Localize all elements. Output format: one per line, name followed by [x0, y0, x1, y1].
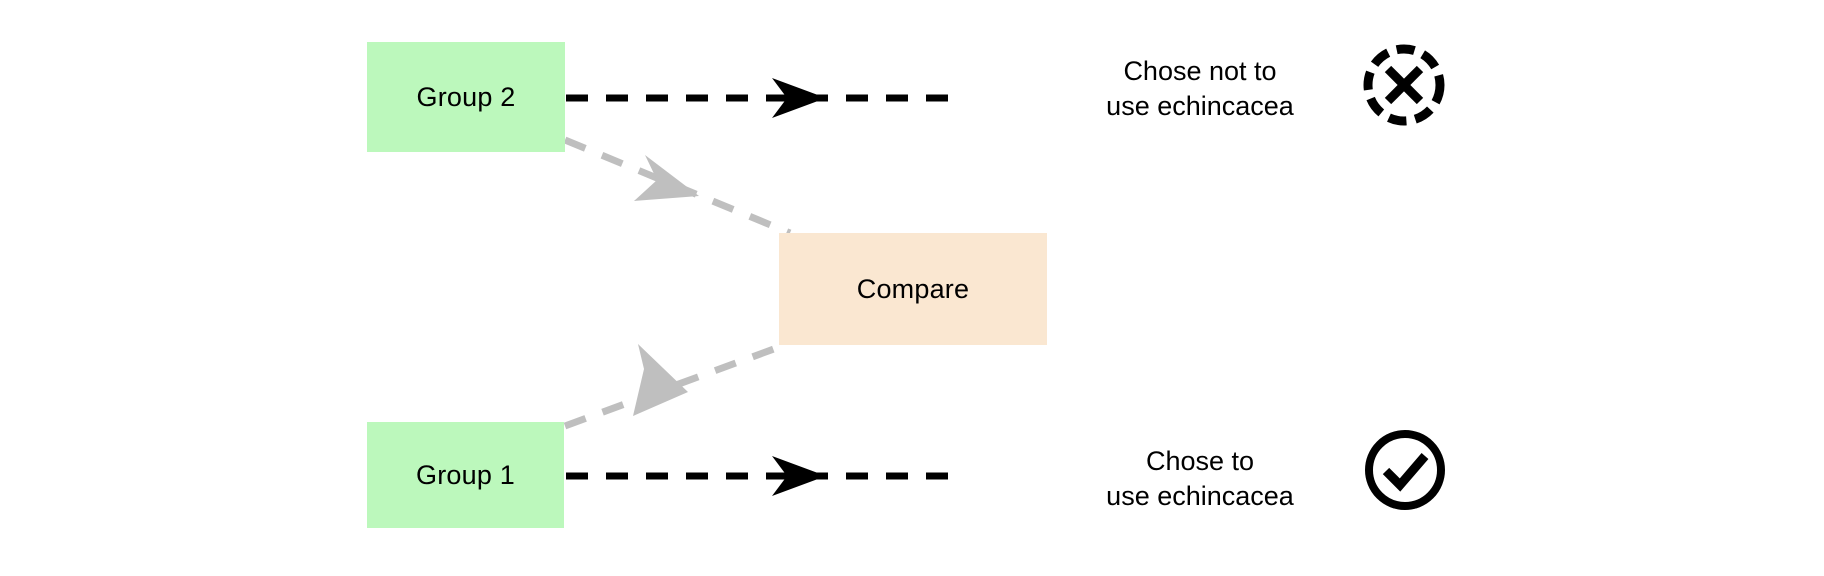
arrowhead: [633, 344, 688, 416]
outcome-label-accept-line1: Chose to: [1145, 446, 1255, 476]
solid-circle: [1365, 430, 1445, 510]
outcome-label-reject-line2: use echincacea: [1106, 90, 1294, 121]
circle-x-dashed-icon: [1362, 43, 1446, 127]
node-group-1-label: Group 1: [416, 459, 515, 490]
outcome-label-reject: Chose not to use echincacea: [1020, 54, 1380, 123]
node-group-2[interactable]: Group 2: [367, 42, 565, 152]
edge-group1-compare: [563, 339, 792, 430]
edge-line: [563, 339, 792, 430]
edge-group2-outcome: [566, 78, 966, 118]
circle-check-icon: [1363, 428, 1447, 512]
edge-line: [563, 136, 792, 237]
arrowhead: [772, 78, 826, 118]
node-group-2-label: Group 2: [416, 81, 516, 112]
arrowhead: [772, 456, 826, 496]
node-compare[interactable]: Compare: [779, 233, 1047, 345]
edge-group2-compare: [563, 136, 792, 237]
check-stroke: [1382, 453, 1429, 492]
x-stroke-2: [1384, 65, 1424, 105]
outcome-label-accept-line2: use echincacea: [1106, 480, 1294, 511]
edge-group1-outcome: [566, 456, 966, 496]
dashed-circle: [1363, 44, 1445, 126]
outcome-label-accept: Chose to use echincacea: [1020, 444, 1380, 513]
node-group-1[interactable]: Group 1: [367, 422, 564, 528]
outcome-label-reject-line1: Chose not to: [1123, 56, 1277, 86]
arrowhead: [634, 155, 699, 201]
node-compare-label: Compare: [856, 273, 970, 304]
